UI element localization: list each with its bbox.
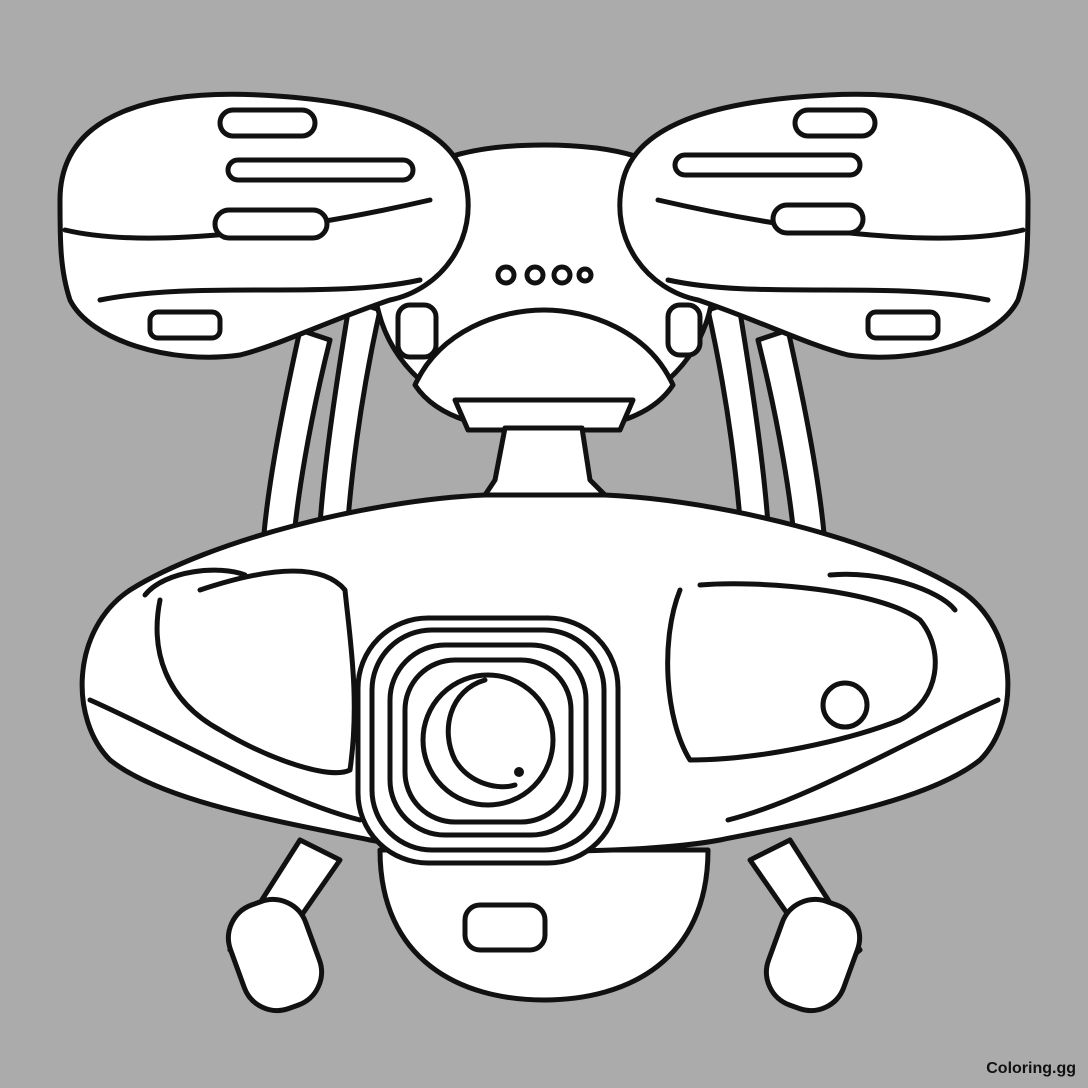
camera-lens	[355, 615, 621, 866]
indicator-lights	[495, 264, 594, 286]
right-rotor-pod	[617, 91, 1031, 360]
site-credit: Coloring.gg	[986, 1060, 1076, 1077]
neck	[482, 425, 608, 498]
left-rotor-pod	[57, 91, 471, 360]
landing-legs	[225, 837, 863, 1014]
